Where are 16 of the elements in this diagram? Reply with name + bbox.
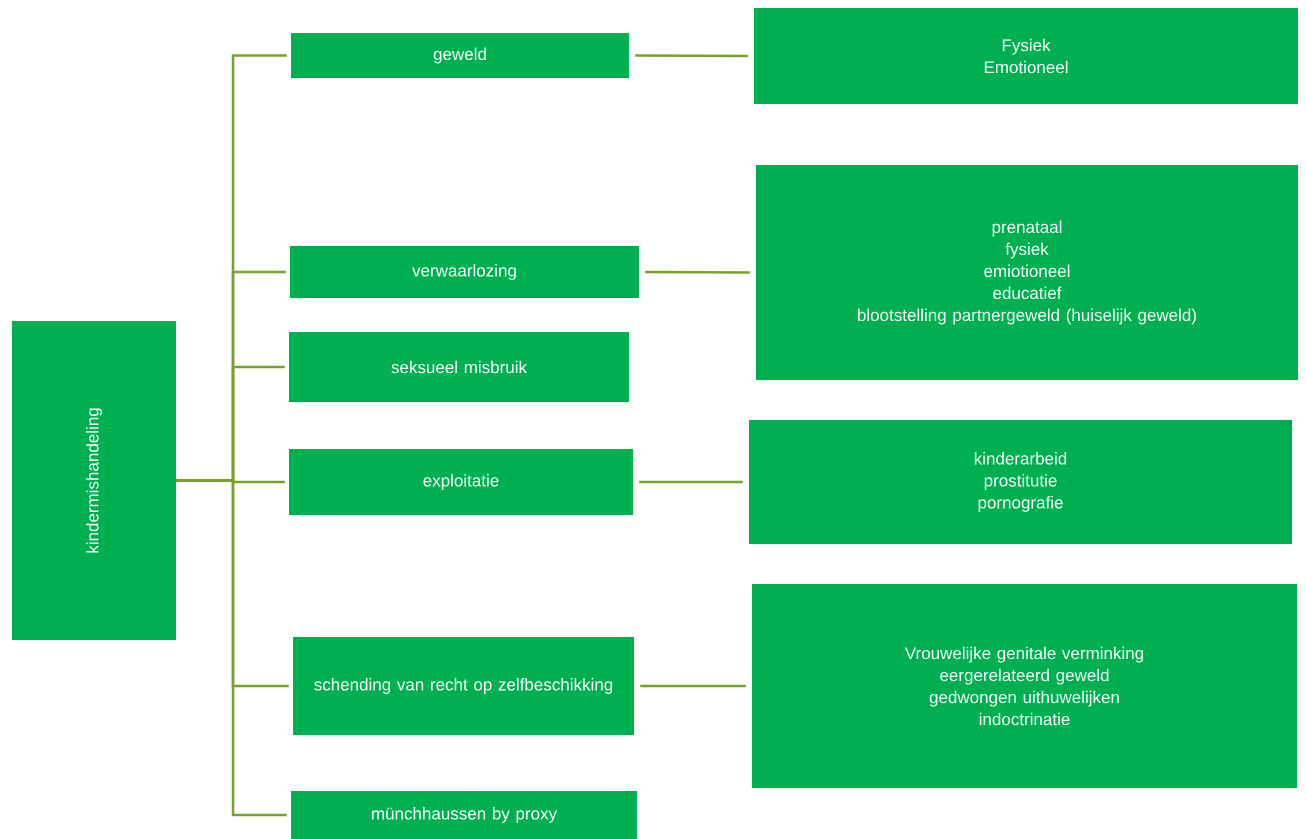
connector-line — [635, 54, 748, 58]
category-box: münchhaussen by proxy — [291, 791, 637, 839]
category-box: seksueel misbruik — [289, 332, 629, 402]
category-box: exploitatie — [289, 449, 633, 515]
category-box: Vrouwelijke genitale verminking eergerelateerd geweld gedwongen uithuwelijken indoctrinatie — [752, 584, 1297, 788]
connector-line — [176, 479, 287, 817]
connector-line — [639, 480, 743, 484]
connector-line — [645, 270, 750, 274]
connector-line — [640, 684, 746, 688]
category-box: geweld — [291, 33, 629, 78]
category-box: schending van recht op zelfbeschikking — [293, 637, 634, 735]
category-box: Fysiek Emotioneel — [754, 8, 1298, 104]
category-box: kindermishandeling — [12, 321, 176, 640]
category-box: prenataal fysiek emiotioneel educatief blootstelling partnergeweld (huiselijk geweld) — [756, 165, 1298, 380]
category-box: verwaarlozing — [290, 246, 639, 298]
category-box: kinderarbeid prostitutie pornografie — [749, 420, 1292, 544]
